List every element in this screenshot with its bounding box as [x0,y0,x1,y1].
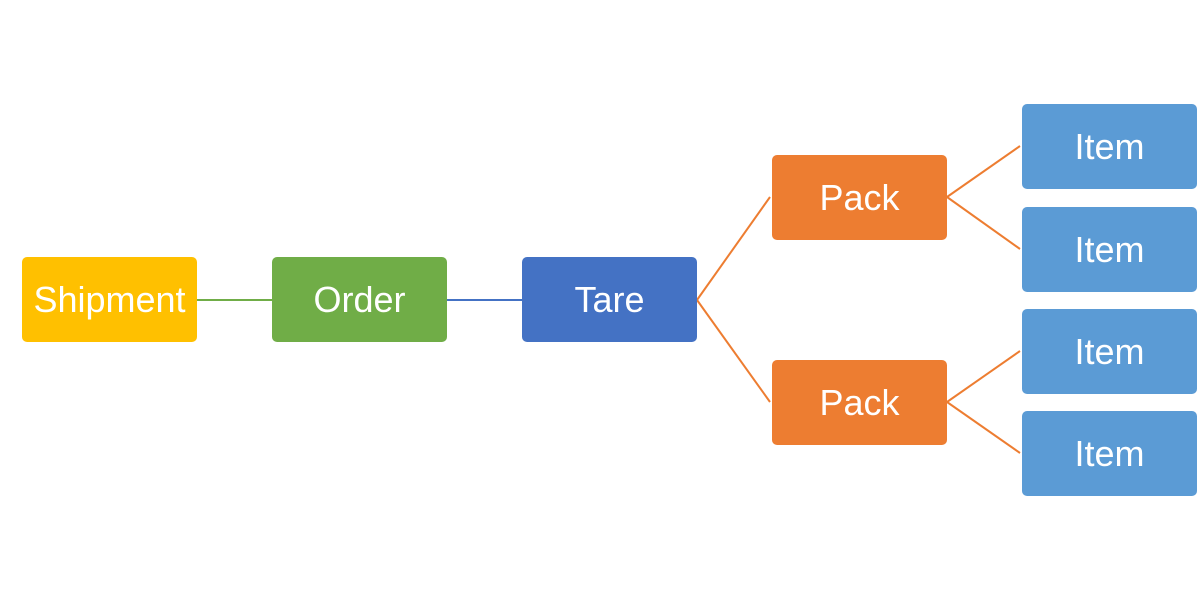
node-label: Item [1074,125,1145,167]
node-label: Shipment [33,278,186,320]
node-label: Order [313,278,406,320]
node-pack-1: Pack [772,155,947,240]
node-pack-2: Pack [772,360,947,445]
node-label: Item [1074,330,1145,372]
node-shipment: Shipment [22,257,197,342]
connector-pack-1-item-1 [946,145,1021,198]
node-order: Order [272,257,447,342]
connector-pack-1-item-2 [946,196,1021,250]
node-item-1: Item [1022,104,1197,189]
node-label: Item [1074,432,1145,474]
node-label: Item [1074,228,1145,270]
node-item-3: Item [1022,309,1197,394]
connector-pack-2-item-3 [946,350,1021,403]
node-label: Tare [574,278,645,320]
node-item-4: Item [1022,411,1197,496]
connector-tare-pack-2 [696,299,771,403]
connector-tare-pack-1 [696,196,771,301]
node-tare: Tare [522,257,697,342]
node-item-2: Item [1022,207,1197,292]
node-label: Pack [819,176,900,218]
node-label: Pack [819,381,900,423]
connector-pack-2-item-4 [946,401,1021,454]
